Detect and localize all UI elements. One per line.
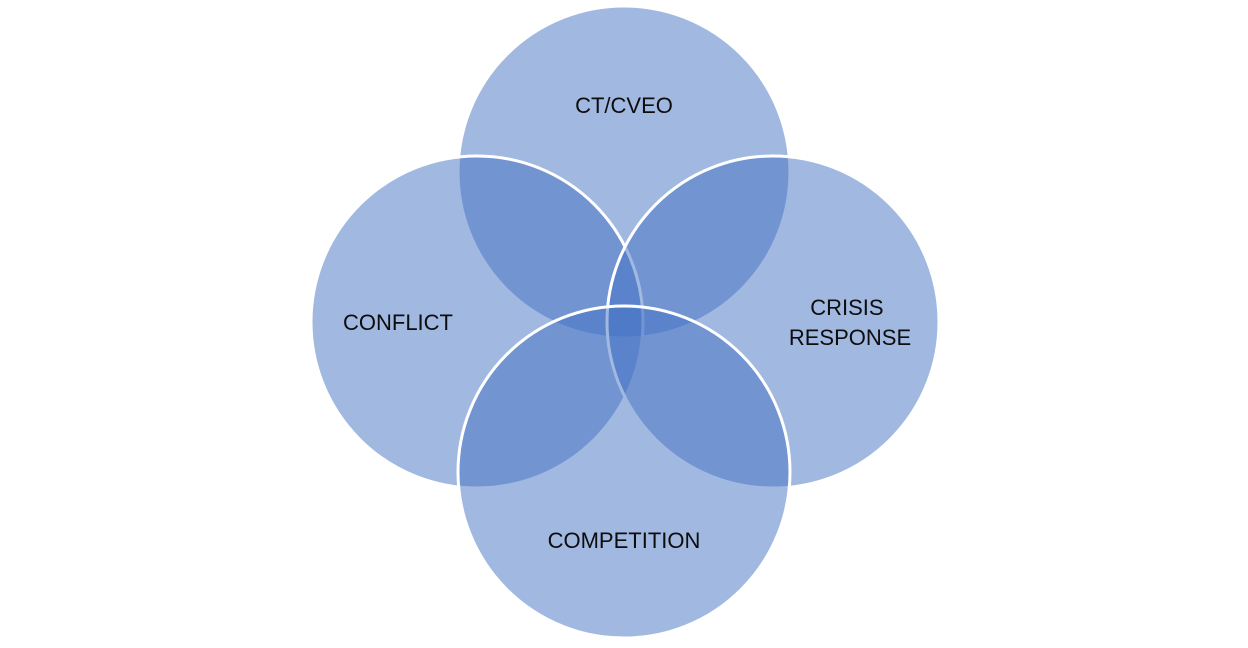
- label-ct-cveo-line-1: CT/CVEO: [575, 93, 673, 118]
- circles-layer: [309, 4, 941, 640]
- label-conflict: CONFLICT: [343, 310, 453, 335]
- label-competition-line-1: COMPETITION: [548, 528, 701, 553]
- label-crisis-response-line-1: CRISIS: [810, 295, 883, 320]
- circle-competition: [456, 304, 792, 640]
- label-competition: COMPETITION: [548, 528, 701, 553]
- labels-layer: CT/CVEO CONFLICT CRISIS RESPONSE COMPETI…: [343, 93, 911, 553]
- label-ct-cveo: CT/CVEO: [575, 93, 673, 118]
- label-crisis-response: CRISIS RESPONSE: [789, 295, 911, 350]
- label-conflict-line-1: CONFLICT: [343, 310, 453, 335]
- label-crisis-response-line-2: RESPONSE: [789, 325, 911, 350]
